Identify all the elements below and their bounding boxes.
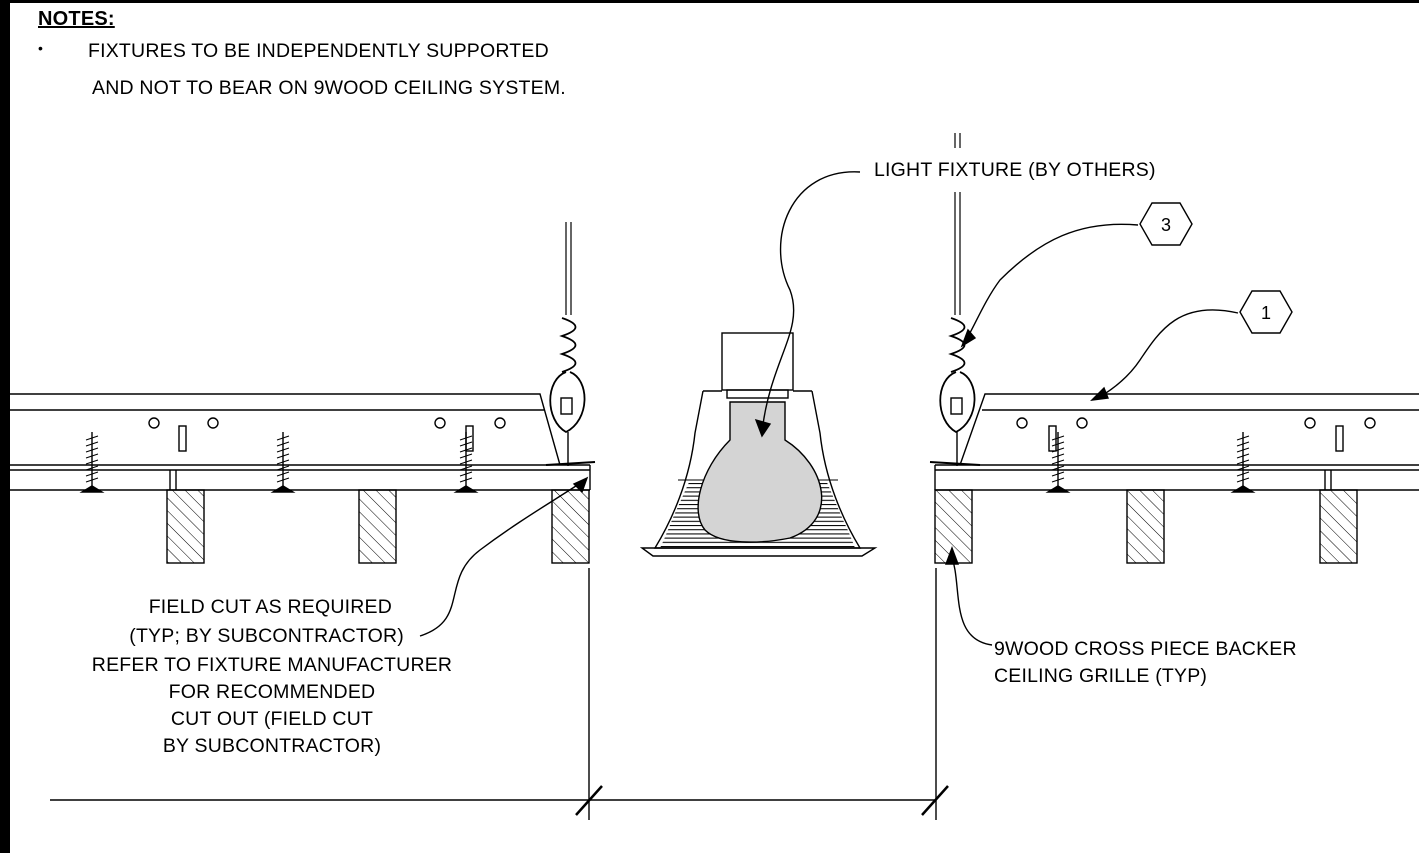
fixture-lamp	[697, 401, 823, 543]
fixture-trim	[639, 547, 878, 557]
light-fixture-label: LIGHT FIXTURE (BY OTHERS)	[874, 159, 1156, 181]
field-cut-line-2: (TYP; BY SUBCONTRACTOR)	[129, 625, 404, 647]
right-ceiling-assembly	[929, 133, 1419, 564]
sheet-border-left	[0, 0, 10, 853]
refer-manufacturer-label: REFER TO FIXTURE MANUFACTURER FOR RECOMM…	[62, 652, 482, 760]
left-screw	[270, 432, 296, 493]
tag-3-leader	[965, 223, 1139, 341]
left-channel-top	[10, 393, 561, 466]
cross-piece-label: 9WOOD CROSS PIECE BACKER CEILING GRILLE …	[994, 636, 1297, 690]
light-fixture-leader	[761, 171, 861, 433]
refer-line-2: FOR RECOMMENDED	[168, 681, 376, 703]
fixture-junction-box	[721, 332, 794, 391]
right-hole	[1076, 417, 1088, 429]
left-wood-backer	[166, 489, 205, 564]
right-hole	[1016, 417, 1028, 429]
tag-1-number: 1	[1261, 303, 1271, 323]
left-wood-backer	[551, 489, 590, 564]
notes-line-2: AND NOT TO BEAR ON 9WOOD CEILING SYSTEM.	[92, 77, 566, 99]
notes-line-1: FIXTURES TO BE INDEPENDENTLY SUPPORTED	[88, 40, 549, 62]
right-screw	[1230, 432, 1256, 493]
field-cut-label: FIELD CUT AS REQUIRED (TYP; BY SUBCONTRA…	[44, 595, 404, 648]
right-hole	[1304, 417, 1316, 429]
light-fixture-drawing	[639, 332, 878, 557]
cross-piece-line-1: 9WOOD CROSS PIECE BACKER	[994, 638, 1297, 660]
left-ceiling-assembly	[10, 222, 596, 564]
left-hole	[148, 417, 160, 429]
left-slot	[465, 425, 474, 452]
left-hole	[494, 417, 506, 429]
refer-line-4: BY SUBCONTRACTOR)	[162, 735, 382, 757]
left-hole	[207, 417, 219, 429]
notes-heading: NOTES:	[38, 8, 115, 30]
cross-piece-leader	[951, 554, 993, 646]
left-wire-loop	[549, 371, 586, 434]
left-screw	[79, 432, 105, 493]
right-clip	[950, 397, 963, 415]
right-wire-loop	[939, 371, 976, 434]
left-wood-backer	[358, 489, 397, 564]
refer-line-3: CUT OUT (FIELD CUT	[170, 708, 374, 730]
left-wire-twist	[559, 317, 577, 373]
field-cut-line-1: FIELD CUT AS REQUIRED	[148, 596, 392, 618]
right-wood-backer	[1319, 489, 1358, 564]
right-channel-top	[959, 393, 1419, 466]
left-hole	[434, 417, 446, 429]
left-slot	[178, 425, 187, 452]
right-hole	[1364, 417, 1376, 429]
field-cut-leader	[419, 481, 583, 637]
cross-piece-line-2: CEILING GRILLE (TYP)	[994, 665, 1208, 687]
left-clip	[560, 397, 573, 415]
right-wood-backer	[1126, 489, 1165, 564]
tag-3-hexagon	[1139, 202, 1193, 246]
notes-bullet: •	[38, 40, 44, 56]
tag-1-leader	[1097, 309, 1239, 399]
tag-3-number: 3	[1161, 215, 1171, 235]
left-screw	[453, 432, 479, 493]
right-screw	[1045, 432, 1071, 493]
tag-1-hexagon	[1239, 290, 1293, 334]
sheet-border-top	[0, 0, 1419, 3]
right-slot	[1335, 425, 1344, 452]
refer-line-1: REFER TO FIXTURE MANUFACTURER	[91, 654, 453, 676]
